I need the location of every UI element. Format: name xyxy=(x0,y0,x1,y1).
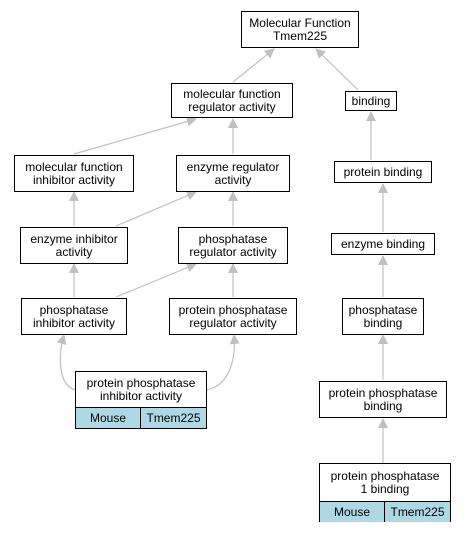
node-protein-phosphatase-inhibitor-activity[interactable]: protein phosphatase inhibitor activity M… xyxy=(75,371,207,429)
edge-regulator-to-root xyxy=(232,48,275,83)
node-phosphatase-regulator-activity[interactable]: phosphatase regulator activity xyxy=(178,227,288,264)
gene-annotation-row: Mouse Tmem225 xyxy=(320,501,450,522)
edge-enzyme-inhibitor-to-enzyme-regulator xyxy=(115,190,197,227)
edge-inhibitor-to-regulator xyxy=(73,116,197,155)
node-phosphatase-inhibitor-activity[interactable]: phosphatase inhibitor activity xyxy=(21,298,127,335)
node-molecular-function-inhibitor-activity[interactable]: molecular function inhibitor activity xyxy=(14,155,134,192)
node-protein-binding[interactable]: protein binding xyxy=(334,161,432,183)
edge-binding-to-root xyxy=(315,48,359,91)
node-enzyme-binding[interactable]: enzyme binding xyxy=(331,233,435,255)
node-protein-phosphatase-1-binding[interactable]: protein phosphatase 1 binding Mouse Tmem… xyxy=(319,463,451,522)
edge-pp-inhibitor-to-pp-regulator xyxy=(205,334,240,391)
species-cell[interactable]: Mouse xyxy=(76,408,140,428)
node-binding[interactable]: binding xyxy=(345,91,397,111)
edge-pp-inhibitor-to-phosphatase-inhibitor xyxy=(56,334,77,391)
node-molecular-function-tmem225[interactable]: Molecular Function Tmem225 xyxy=(241,11,359,48)
gene-cell[interactable]: Tmem225 xyxy=(140,408,206,428)
gene-annotation-row: Mouse Tmem225 xyxy=(76,407,206,428)
node-title: protein phosphatase 1 binding xyxy=(330,468,440,496)
edge-phosphatase-inhibitor-to-phosphatase-regulator xyxy=(115,262,197,298)
node-phosphatase-binding[interactable]: phosphatase binding xyxy=(342,298,424,335)
node-protein-phosphatase-binding[interactable]: protein phosphatase binding xyxy=(319,381,447,418)
species-cell[interactable]: Mouse xyxy=(320,502,384,522)
node-enzyme-regulator-activity[interactable]: enzyme regulator activity xyxy=(176,155,290,192)
node-molecular-function-regulator-activity[interactable]: molecular function regulator activity xyxy=(171,83,293,118)
gene-cell[interactable]: Tmem225 xyxy=(384,502,450,522)
node-enzyme-inhibitor-activity[interactable]: enzyme inhibitor activity xyxy=(20,227,128,264)
node-title: protein phosphatase inhibitor activity xyxy=(86,375,196,403)
node-protein-phosphatase-regulator-activity[interactable]: protein phosphatase regulator activity xyxy=(169,298,297,335)
